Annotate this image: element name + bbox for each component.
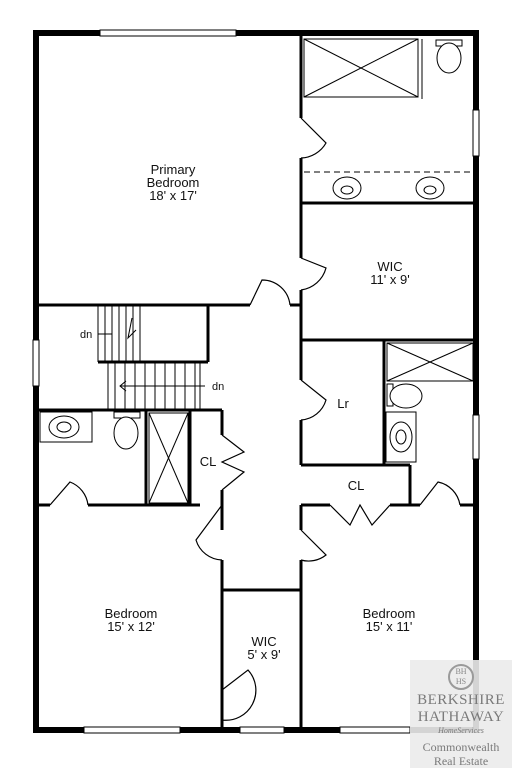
watermark-line1: BERKSHIRE: [417, 692, 505, 708]
closet-center-label: CL: [200, 454, 217, 469]
watermark-line3: HomeServices: [438, 726, 484, 735]
watermark-line4: Commonwealth: [422, 740, 500, 754]
wic-primary-size: 11' x 9': [370, 272, 409, 287]
watermark-line5: Real Estate: [433, 754, 489, 768]
door-swings: [49, 117, 461, 721]
linen-closet-label: Lr: [337, 396, 349, 411]
wic-small-name: WIC: [251, 634, 276, 649]
windows: [32, 29, 480, 734]
bedroom-right-name: Bedroom: [363, 606, 416, 621]
bedroom-left-name: Bedroom: [105, 606, 158, 621]
closet-right-label: CL: [348, 478, 365, 493]
watermark-line2: HATHAWAY: [417, 709, 505, 725]
bath-fixtures: [39, 38, 476, 504]
stairs-upper-label: dn: [80, 329, 92, 341]
watermark-logo: BH HS BERKSHIRE HATHAWAY HomeServices Co…: [410, 660, 512, 768]
watermark-seal: BH HS: [448, 664, 474, 690]
staircase: [97, 305, 205, 411]
primary-bedroom-name-1: Primary: [151, 162, 196, 177]
primary-bedroom-name-2: Bedroom: [147, 175, 200, 190]
stairs-lower-label: dn: [212, 381, 224, 393]
wic-primary-name: WIC: [377, 259, 402, 274]
primary-bedroom-size: 18' x 17': [149, 188, 197, 203]
wic-small-size: 5' x 9': [247, 647, 280, 662]
bedroom-left-size: 15' x 12': [107, 619, 155, 634]
bedroom-right-size: 15' x 11': [366, 619, 413, 634]
